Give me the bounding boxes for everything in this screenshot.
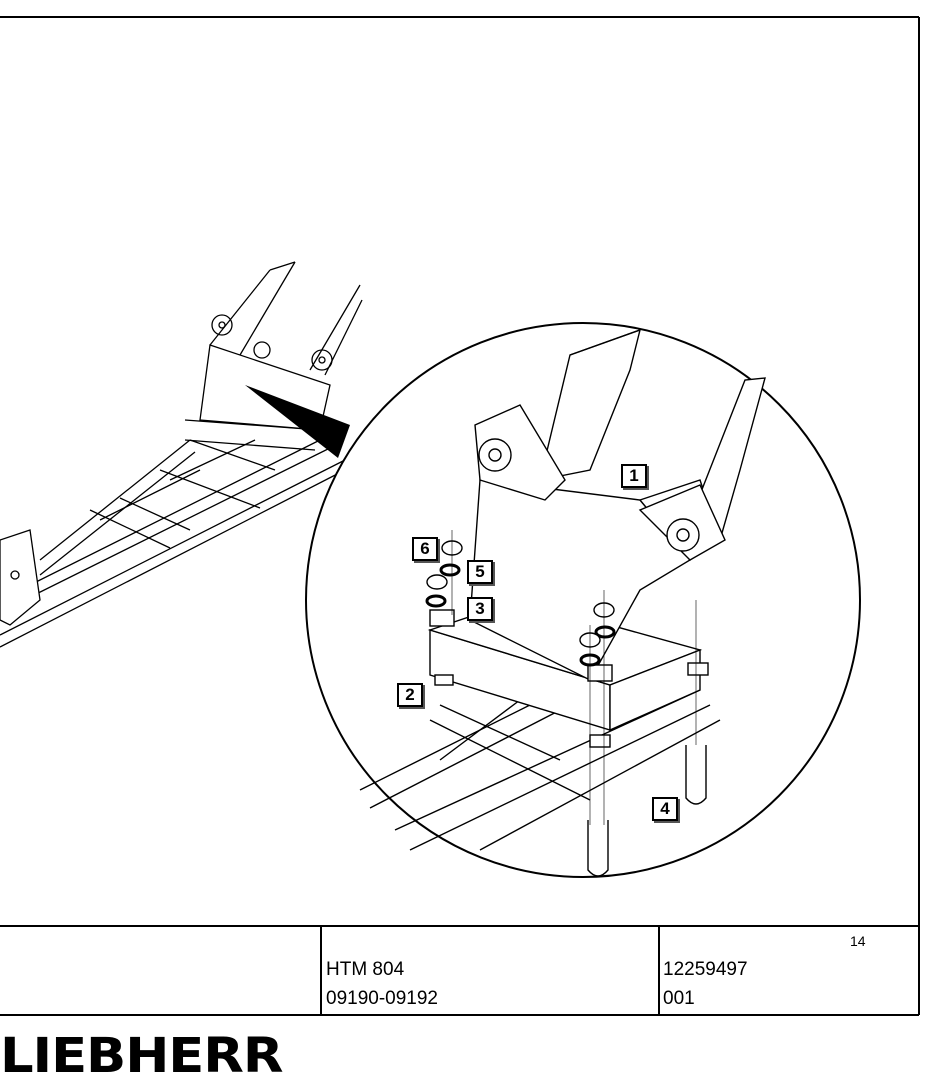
- callout-1: 1: [621, 464, 647, 488]
- detail-assembly: [359, 328, 766, 877]
- callout-2: 2: [397, 683, 423, 707]
- liebherr-logo: LIEBHERR: [0, 1028, 283, 1084]
- document-number: 12259497: [663, 959, 748, 980]
- model-name: HTM 804: [326, 959, 405, 980]
- callout-6: 6: [412, 537, 438, 561]
- callout-3: 3: [467, 597, 493, 621]
- callout-4: 4: [652, 797, 678, 821]
- callout-5: 5: [467, 560, 493, 584]
- drawing-frame: [0, 16, 920, 1016]
- revision: 001: [663, 988, 695, 1009]
- page-number: 14: [850, 933, 866, 949]
- assembly-centerlines: [451, 530, 697, 825]
- detail-pointer: [245, 385, 350, 458]
- serial-range: 09190-09192: [326, 988, 438, 1009]
